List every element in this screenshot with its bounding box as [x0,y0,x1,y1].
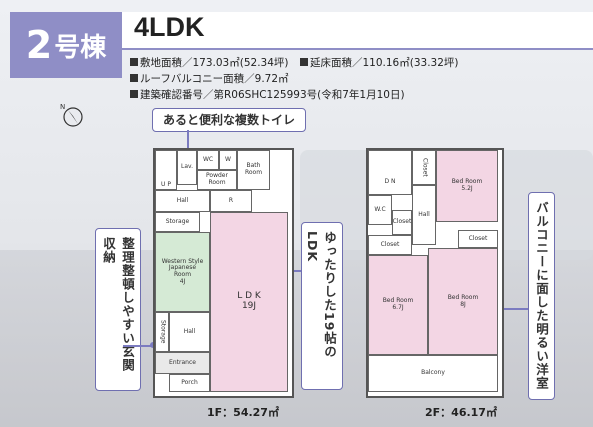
room-powder: Powder Room [197,170,237,190]
room-hall-2: Hall [169,312,210,352]
room-wc: WC [197,150,219,170]
floor-1-label: 1F：54.27㎡ [207,406,279,419]
callout-connector [123,345,155,347]
room-porch: Porch [169,374,210,392]
callout-connector [187,130,189,158]
callout-multiple-toilets: あると便利な複数トイレ [152,108,307,132]
compass-icon: N [60,103,83,127]
room-lavatory: Lav. [177,150,197,185]
room-closet-a: Closet [412,150,436,185]
floor-2-label: 2F：46.17㎡ [425,406,497,419]
room-r: R [210,190,252,212]
header-bar [122,12,593,50]
info-permit-number: 建築確認番号／第R06SHC125993号(令和7年1月10日) [130,87,405,102]
room-storage: Storage [155,212,200,232]
header-underline [122,48,593,50]
floor-plan-1f: U P Lav. WC W Powder Room Bath Room Hall… [153,148,294,398]
page-title: 4LDK [134,12,205,42]
up-label: U P [161,180,171,188]
bullet-square-icon [130,74,138,82]
room-balcony: Balcony [368,355,498,392]
callout-entrance-storage: 整理整頓しやすい玄関収納 [95,228,141,391]
room-entrance: Entrance [155,352,210,374]
bullet-square-icon [300,58,308,66]
bullet-square-icon [130,90,138,98]
info-site-area: 敷地面積／173.03㎡(52.34坪) [130,55,289,70]
building-number-badge: 2 号棟 [10,12,122,78]
room-closet-d: Closet [458,230,498,248]
room-wc-2f: W.C [368,195,392,225]
room-closet-c: Closet [368,235,412,255]
callout-balcony-room: バルコニーに面した明るい洋室 [528,192,555,400]
background-sofa [0,250,593,427]
callout-ldk: ゆったりした19帖のLDK [301,222,343,390]
room-hall-2f: Hall [412,185,436,245]
room-western-japanese: Western Style Japanese Room 4J [155,232,210,312]
room-bedroom-2: Bed Room 6.7J [368,255,428,355]
room-stairs-2f: D N [368,150,412,195]
room-bath: Bath Room [237,150,270,190]
room-closet-b: Closet [392,210,412,235]
info-balcony-area: ルーフバルコニー面積／9.72㎡ [130,71,289,86]
callout-connector [483,308,528,310]
room-stairs: U P [155,150,177,190]
room-bedroom-3: Bed Room 8J [428,248,498,355]
compass-label: N [60,103,65,111]
floor-plan-2f: D N Closet Bed Room 5.2J W.C Closet Hall… [366,148,504,398]
room-ldk: L D K 19J [210,212,288,392]
room-washer: W [219,150,237,170]
badge-number: 2 [25,23,53,67]
bullet-square-icon [130,58,138,66]
info-floor-area: 延床面積／110.16㎡(33.32坪) [300,55,459,70]
room-hall: Hall [155,190,210,212]
room-bedroom-1: Bed Room 5.2J [436,150,498,222]
badge-suffix: 号棟 [54,32,107,63]
room-storage-2: Storage [155,312,169,352]
